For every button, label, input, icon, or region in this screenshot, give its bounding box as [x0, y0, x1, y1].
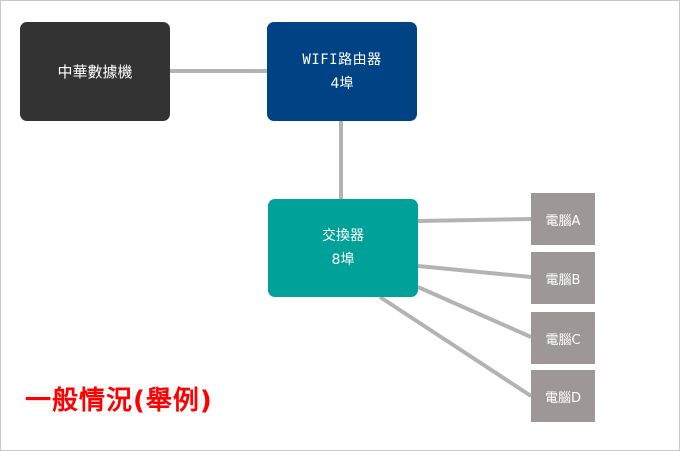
- router-node: WIFI路由器 4埠: [267, 22, 417, 121]
- computer-a-node: 電腦A: [531, 193, 595, 245]
- computer-d-node: 電腦D: [531, 370, 595, 422]
- link-switch-pc-a: [417, 217, 532, 223]
- diagram-caption: 一般情況(舉例): [25, 386, 213, 416]
- computer-c-node: 電腦C: [531, 312, 595, 364]
- modem-node: 中華數據機: [20, 22, 170, 121]
- link-switch-pc-d: [378, 295, 533, 398]
- computer-a-label: 電腦A: [545, 213, 581, 229]
- link-switch-pc-b: [417, 264, 532, 279]
- link-switch-pc-c: [417, 285, 532, 339]
- router-ports: 4埠: [330, 75, 354, 92]
- switch-node: 交換器 8埠: [268, 199, 418, 297]
- computer-c-label: 電腦C: [545, 332, 581, 348]
- computer-b-node: 電腦B: [531, 252, 595, 304]
- switch-ports: 8埠: [331, 252, 355, 268]
- modem-label: 中華數據機: [57, 62, 133, 81]
- computer-d-label: 電腦D: [544, 390, 581, 406]
- switch-label: 交換器: [322, 228, 364, 244]
- router-label: WIFI路由器: [302, 51, 382, 68]
- computer-b-label: 電腦B: [545, 272, 581, 288]
